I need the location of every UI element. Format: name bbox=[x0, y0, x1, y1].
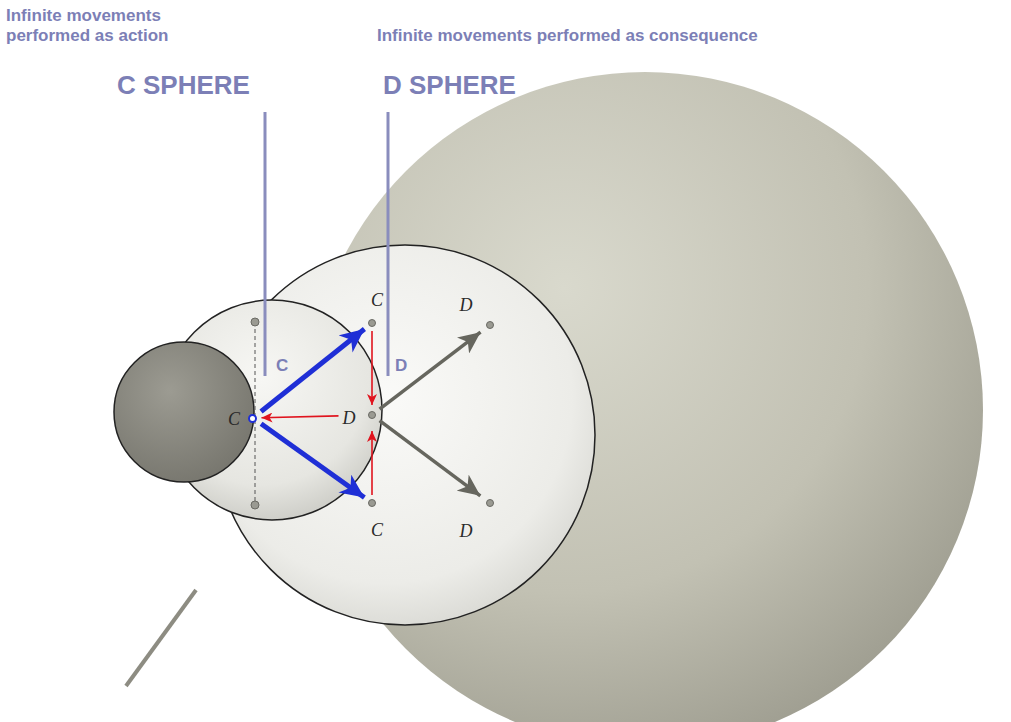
sphere-heading: D SPHERE bbox=[383, 70, 516, 101]
point-dot bbox=[248, 414, 257, 423]
point-node: D bbox=[458, 294, 497, 331]
movement-arrow bbox=[371, 331, 373, 405]
heading-note: Infinite movements performed as conseque… bbox=[377, 26, 758, 46]
point-dot bbox=[486, 321, 494, 329]
movement-arrow bbox=[371, 431, 373, 495]
point-node: D bbox=[458, 497, 497, 542]
point-letter: D bbox=[460, 296, 473, 314]
point-node: C bbox=[226, 408, 260, 430]
point-letter: C bbox=[228, 410, 240, 428]
leader-line bbox=[387, 112, 390, 376]
point-dot bbox=[368, 411, 376, 419]
movement-arrow bbox=[261, 416, 338, 418]
point-dot bbox=[251, 318, 259, 326]
point-node: C bbox=[366, 289, 385, 329]
point-dot bbox=[486, 499, 494, 507]
point-letter: C bbox=[371, 521, 383, 539]
point-dot bbox=[368, 319, 376, 327]
point-node: D bbox=[341, 407, 379, 429]
movement-arrow bbox=[380, 421, 481, 496]
point-letter: D bbox=[460, 522, 473, 540]
inner-disc bbox=[114, 342, 254, 482]
part-letter: C bbox=[276, 356, 288, 376]
stray-stroke bbox=[126, 590, 196, 686]
movement-arrow bbox=[261, 424, 364, 498]
heading-note: Infinite movements performed as action bbox=[6, 6, 241, 47]
dashed-axis bbox=[255, 322, 256, 505]
part-letter: D bbox=[395, 356, 407, 376]
point-node: C bbox=[366, 497, 385, 541]
point-dot bbox=[368, 499, 376, 507]
point-dot bbox=[251, 501, 259, 509]
point-letter: D bbox=[343, 409, 356, 427]
sphere-heading: C SPHERE bbox=[117, 70, 250, 101]
point-letter: C bbox=[371, 291, 383, 309]
movement-arrow bbox=[261, 329, 364, 412]
leader-line bbox=[264, 112, 267, 376]
movement-arrow bbox=[380, 332, 481, 409]
